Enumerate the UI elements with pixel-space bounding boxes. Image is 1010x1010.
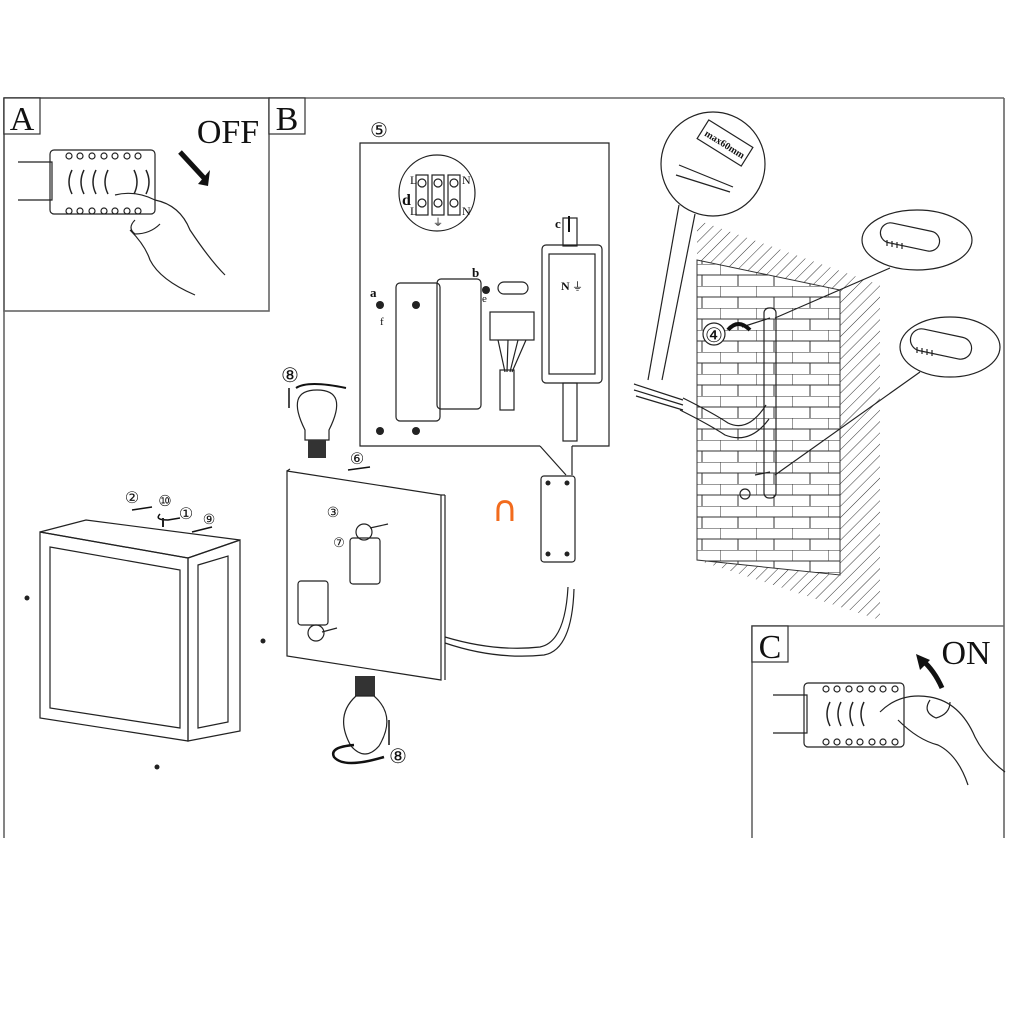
step-5-badge: ⑤ [370, 120, 388, 142]
step-7-badge: ⑦ [333, 535, 345, 550]
step-4-badge: ④ [705, 325, 723, 347]
step-9-badge: ⑨ [203, 513, 216, 528]
step-f-label: f [380, 316, 384, 328]
off-arrow-icon [178, 150, 206, 180]
cable-strip-length: max60mm [702, 128, 747, 162]
screw-b-icon [482, 286, 490, 294]
panel-c: C ON [751, 625, 1006, 838]
earth-icon: ⏚ [433, 217, 443, 229]
cable-clamp [497, 281, 529, 295]
step-b-label: b [472, 265, 479, 280]
panel-c-label-box [751, 625, 789, 663]
breaker-row-bottom [65, 207, 142, 215]
mounting-rail [763, 307, 777, 499]
neutral-marking: N [561, 279, 570, 293]
detail-letter-d: d [402, 192, 411, 209]
screw-icon [376, 427, 384, 435]
breaker-switches [68, 169, 150, 195]
bottom-screw-icon [154, 764, 160, 770]
on-label: ON [941, 635, 990, 672]
step-3-badge: ③ [327, 506, 340, 521]
fixture-side [187, 539, 241, 742]
lamp-holder-lower [297, 580, 329, 626]
slide-arrow-icon [347, 466, 371, 471]
light-fixture: ② ⑩ ① ⑨ [24, 490, 266, 770]
panel-b-label: B [276, 101, 299, 138]
gasket [436, 278, 482, 410]
panel-a-label: A [10, 101, 35, 138]
terminal-label-n-top: N [462, 173, 471, 187]
wall-plate-assembly: ⑧ ⑥ ③ ⑦ ⑧ ∩ [281, 365, 576, 768]
wall-plug-callout-bottom [774, 316, 1001, 476]
connection-cable [444, 586, 569, 649]
screw-a-icon [376, 301, 384, 309]
panel-a: A OFF [3, 97, 270, 312]
rotate-arrow-icon [331, 743, 385, 765]
step-8-badge-top: ⑧ [281, 365, 299, 387]
breaker-row-top [65, 152, 142, 160]
step-c-label: c [555, 216, 561, 231]
side-screw-icon [260, 638, 266, 644]
supply-cable [499, 369, 515, 411]
terminal-block-detail: L L N N d ⏚ [398, 154, 476, 232]
rotate-arrow-icon [295, 383, 347, 389]
panel-b: B [268, 97, 306, 138]
mounting-plate [286, 470, 442, 681]
right-arrow-icon [191, 526, 213, 533]
screw-icon [412, 301, 420, 309]
step-6-badge: ⑥ [350, 451, 364, 468]
breaker-panel [773, 682, 905, 748]
rotate-arrow-icon [726, 322, 752, 332]
step-10-badge: ⑩ [158, 494, 171, 510]
junction-cover [395, 282, 441, 422]
panel-b-label-box [268, 97, 306, 135]
wiring-detail: ⑤ L L N N d ⏚ a f b e [359, 120, 610, 476]
screw-icon [412, 427, 420, 435]
wall-cable [682, 397, 767, 427]
hand-icon [114, 192, 226, 296]
wall-plug-callout-top [774, 209, 973, 319]
left-arrow-icon [131, 506, 153, 511]
bulb-bottom-icon [343, 695, 388, 755]
wall-screw [754, 471, 771, 476]
bulb-base [355, 676, 375, 696]
step-a-label: a [370, 285, 377, 300]
hand-icon [879, 695, 1006, 786]
wall-mounting: ④ max60mm [633, 111, 1001, 620]
side-screw-icon [24, 595, 30, 601]
terminal-block [489, 311, 535, 341]
step-8-badge-bottom: ⑧ [389, 746, 407, 768]
bulb-base [308, 440, 326, 458]
off-label: OFF [197, 114, 259, 151]
earth-icon: ⏚ [572, 280, 583, 293]
panel-c-label: C [759, 629, 782, 666]
compatibility-icon: ∩ [492, 489, 518, 530]
step-e-label: e [482, 293, 487, 305]
rotate-arrow-icon [157, 513, 181, 521]
step-1-badge: ① [179, 506, 193, 523]
junction-box-closed [540, 475, 576, 563]
terminal-label-n-bottom: N [462, 204, 471, 218]
terminal-label-l-top: L [410, 173, 417, 187]
bulb-top-icon [296, 389, 338, 441]
breaker-panel [18, 149, 156, 215]
junction-box: c N ⏚ [541, 216, 603, 442]
wall-screw-head [739, 488, 751, 500]
step-2-badge: ② [125, 490, 139, 507]
lamp-holder-upper [349, 537, 381, 585]
brick-wall [696, 259, 841, 576]
terminal-label-l-bottom: L [410, 204, 417, 218]
panel-a-label-box [3, 97, 41, 135]
